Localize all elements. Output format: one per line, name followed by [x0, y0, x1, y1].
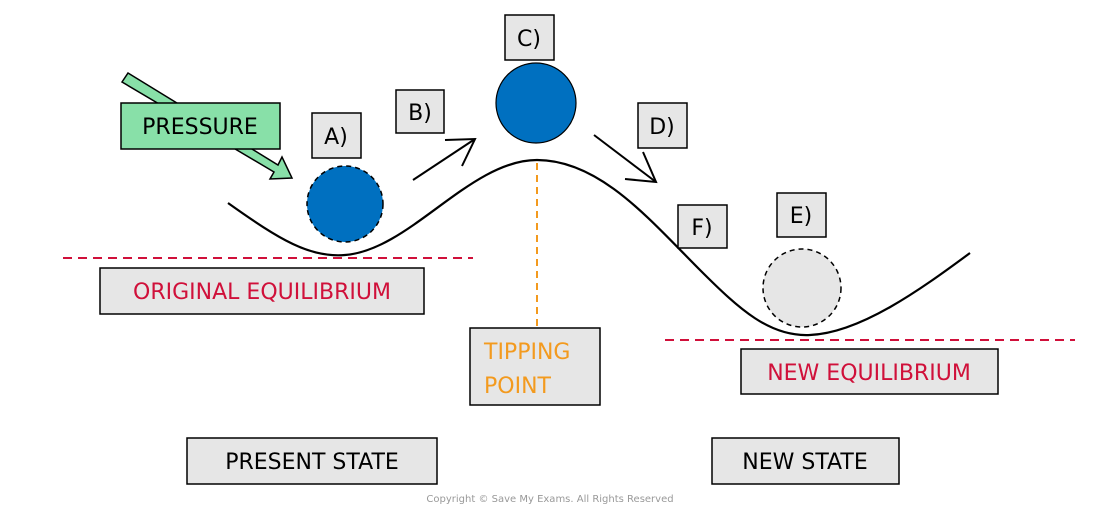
label-f: F): [677, 204, 728, 249]
tipping-point-box: TIPPING POINT: [469, 327, 601, 406]
svg-text:C): C): [517, 27, 541, 52]
svg-text:PRESENT STATE: PRESENT STATE: [225, 450, 399, 475]
label-c: C): [504, 14, 555, 61]
pressure-box: PRESSURE: [120, 102, 281, 150]
svg-text:A): A): [324, 125, 348, 150]
svg-text:POINT: POINT: [484, 374, 552, 399]
ball-c: [495, 62, 577, 144]
svg-text:TIPPING: TIPPING: [483, 340, 570, 365]
svg-text:ORIGINAL EQUILIBRIUM: ORIGINAL EQUILIBRIUM: [133, 280, 391, 305]
svg-text:NEW STATE: NEW STATE: [742, 450, 867, 475]
present-state-box: PRESENT STATE: [186, 437, 438, 485]
ball-a: [306, 165, 384, 243]
arrow-b: [412, 137, 477, 181]
new-equilibrium-box: NEW EQUILIBRIUM: [740, 348, 999, 395]
label-a: A): [311, 112, 362, 159]
svg-text:PRESSURE: PRESSURE: [142, 115, 258, 140]
label-b: B): [395, 89, 445, 134]
ball-e: [762, 248, 842, 328]
new-state-box: NEW STATE: [711, 437, 900, 485]
label-d: D): [637, 102, 688, 149]
svg-text:NEW EQUILIBRIUM: NEW EQUILIBRIUM: [767, 361, 971, 386]
svg-text:B): B): [408, 101, 432, 126]
arrow-d: [593, 134, 658, 184]
label-e: E): [776, 192, 827, 238]
copyright: Copyright © Save My Exams. All Rights Re…: [426, 494, 673, 505]
landscape-curve: [227, 158, 971, 337]
original-equilibrium-box: ORIGINAL EQUILIBRIUM: [99, 267, 425, 315]
svg-text:E): E): [790, 204, 812, 229]
svg-text:F): F): [691, 216, 712, 241]
svg-text:D): D): [649, 115, 675, 140]
